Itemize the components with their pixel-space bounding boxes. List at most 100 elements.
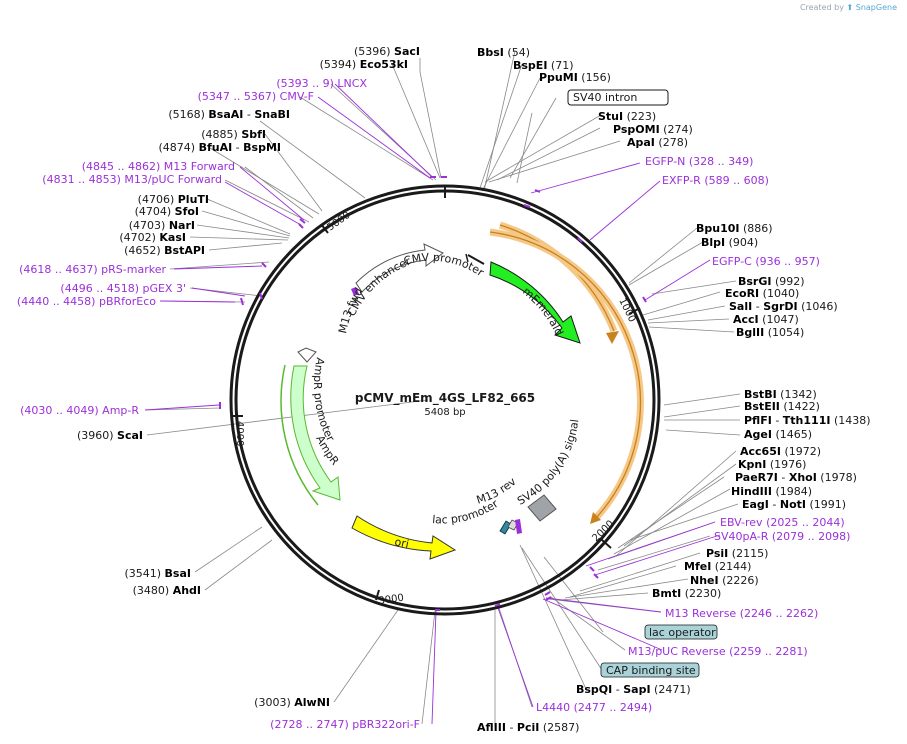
site-label-part: SV40 intron: [573, 91, 637, 104]
cmv-promoter-arrow: [465, 253, 469, 263]
site-bsai: (3541) BsaI: [124, 567, 191, 580]
site-label-part: AccI: [733, 313, 759, 326]
ampr-promoter-label: AmpR promoter: [311, 356, 337, 443]
lac-operator-box: [644, 624, 718, 640]
cap-binding-site-box: [600, 662, 700, 678]
site-label-part: MfeI: [684, 560, 711, 573]
ampr-outer-line: [280, 364, 319, 506]
credit-brand: SnapGene: [855, 3, 897, 12]
site-label-part: (1047): [759, 313, 799, 326]
site-label-part: (1040): [759, 287, 799, 300]
site-bstapi: (4652) BstAPI: [124, 244, 205, 257]
site-prs: (4618 .. 4637) pRS-marker: [19, 263, 166, 276]
site-lacop: lac operator: [649, 626, 716, 639]
memerald-arrow: [489, 261, 581, 344]
site-ebvrev: EBV-rev (2025 .. 2044): [720, 516, 845, 529]
site-label-part: (4702): [119, 231, 159, 244]
site-pbrfor: (4440 .. 4458) pBRforEco: [17, 295, 156, 308]
site-label-part: (904): [725, 236, 758, 249]
site-label-part: (4703): [129, 219, 169, 232]
m13-fwd-label: M13 fwd: [336, 286, 365, 335]
site-label-part: (2230): [681, 587, 721, 600]
site-label-part: NotI: [780, 498, 806, 511]
site-label-part: ApaI: [627, 136, 655, 149]
site-nari: (4703) NarI: [129, 219, 195, 232]
site-eagi: EagI - NotI (1991): [742, 498, 846, 511]
site-acci: AccI (1047): [733, 313, 799, 326]
site-sali: SalI - SgrDI (1046): [729, 300, 838, 313]
site-label-part: (2144): [711, 560, 751, 573]
site-label-part: (992): [771, 275, 804, 288]
site-sv40intron: SV40 intron: [573, 91, 637, 104]
site-label-part: (54): [504, 46, 530, 59]
site-label-part: (2115): [728, 547, 768, 560]
site-ecori: EcoRI (1040): [725, 287, 799, 300]
site-label-part: PpuMI: [539, 71, 578, 84]
site-label-part: M13/pUC Reverse (2259 .. 2281): [628, 645, 808, 658]
site-label-part: StuI: [598, 110, 623, 123]
site-afliii: AflIII - PciI (2587): [477, 721, 579, 734]
site-kpni: KpnI (1976): [738, 458, 806, 471]
site-label-part: (4496 .. 4518) pGEX 3': [60, 282, 186, 295]
site-hindiii: HindIII (1984): [731, 485, 812, 498]
site-sbfi: (4885) SbfI: [201, 128, 266, 141]
site-label-part: SalI: [729, 300, 752, 313]
site-label-part: -: [752, 300, 763, 313]
site-label-part: (5396): [354, 45, 394, 58]
orange-arrowhead-2: [590, 512, 601, 524]
site-bmti: BmtI (2230): [652, 587, 721, 600]
sv40-intron-box: [567, 89, 669, 106]
site-pluti: (4706) PluTI: [138, 193, 209, 206]
site-label-part: BfuAI: [199, 141, 233, 154]
site-label-part: (278): [655, 136, 688, 149]
site-bstbi: BstBI (1342): [744, 388, 817, 401]
m13-rev-label: M13 rev: [475, 475, 519, 507]
site-egfpc: EGFP-C (936 .. 957): [712, 255, 820, 268]
site-label-part: BstEII: [744, 400, 780, 413]
site-label-part: Eco53kI: [360, 58, 408, 71]
site-label-part: (4706): [138, 193, 178, 206]
site-eco53ki: (5394) Eco53kI: [320, 58, 408, 71]
site-label-part: (4874): [158, 141, 198, 154]
site-label-part: (5168): [168, 108, 208, 121]
site-kasi: (4702) KasI: [119, 231, 186, 244]
plasmid-name: pCMV_mEm_4GS_LF82_665: [355, 391, 535, 406]
site-pbr322: (2728 .. 2747) pBR322ori-F: [270, 718, 420, 731]
site-label-part: M13 Reverse (2246 .. 2262): [665, 607, 818, 620]
site-label-part: (1054): [764, 326, 804, 339]
site-label-part: (886): [740, 222, 773, 235]
site-label-part: BstAPI: [164, 244, 205, 257]
site-pgex: (4496 .. 4518) pGEX 3': [60, 282, 186, 295]
site-bfuai: (4874) BfuAI - BspMI: [158, 141, 281, 154]
site-label-part: (3003): [254, 696, 294, 709]
ori-arrow: [351, 515, 457, 560]
site-paer7i: PaeR7I - XhoI (1978): [735, 471, 857, 484]
site-label-part: EBV-rev (2025 .. 2044): [720, 516, 845, 529]
site-m13puc: (4831 .. 4853) M13/pUC Forward: [42, 173, 222, 186]
site-label-part: PluTI: [178, 193, 209, 206]
site-label-part: (3480): [133, 584, 173, 597]
site-label-part: KpnI: [738, 458, 766, 471]
site-label-part: EGFP-C (936 .. 957): [712, 255, 820, 268]
site-label-part: BspEI: [513, 59, 547, 72]
site-pflfi: PflFI - Tth111I (1438): [744, 414, 871, 427]
site-cap: CAP binding site: [606, 664, 696, 677]
site-label-part: (4831 .. 4853) M13/pUC Forward: [42, 173, 222, 186]
site-m13pucrev: M13/pUC Reverse (2259 .. 2281): [628, 645, 808, 658]
site-lncx: (5393 .. 9) LNCX: [276, 77, 367, 90]
site-label-part: (156): [578, 71, 611, 84]
site-label-part: BsaAI: [208, 108, 243, 121]
site-psii: PsiI (2115): [706, 547, 768, 560]
site-label-part: ScaI: [117, 429, 143, 442]
site-exfpr: EXFP-R (589 .. 608): [662, 174, 769, 187]
site-sfoi: (4704) SfoI: [135, 205, 199, 218]
site-label-part: (1342): [777, 388, 817, 401]
site-label-part: CAP binding site: [606, 664, 696, 677]
ampr-promoter-arrow: [297, 347, 317, 363]
site-label-part: (4845 .. 4862) M13 Forward: [82, 160, 235, 173]
site-label-part: AgeI: [744, 428, 772, 441]
site-label-part: AlwNI: [294, 696, 330, 709]
site-label-part: (3541): [124, 567, 164, 580]
site-l4440: L4440 (2477 .. 2494): [536, 701, 652, 714]
site-label-part: BspMI: [243, 141, 281, 154]
